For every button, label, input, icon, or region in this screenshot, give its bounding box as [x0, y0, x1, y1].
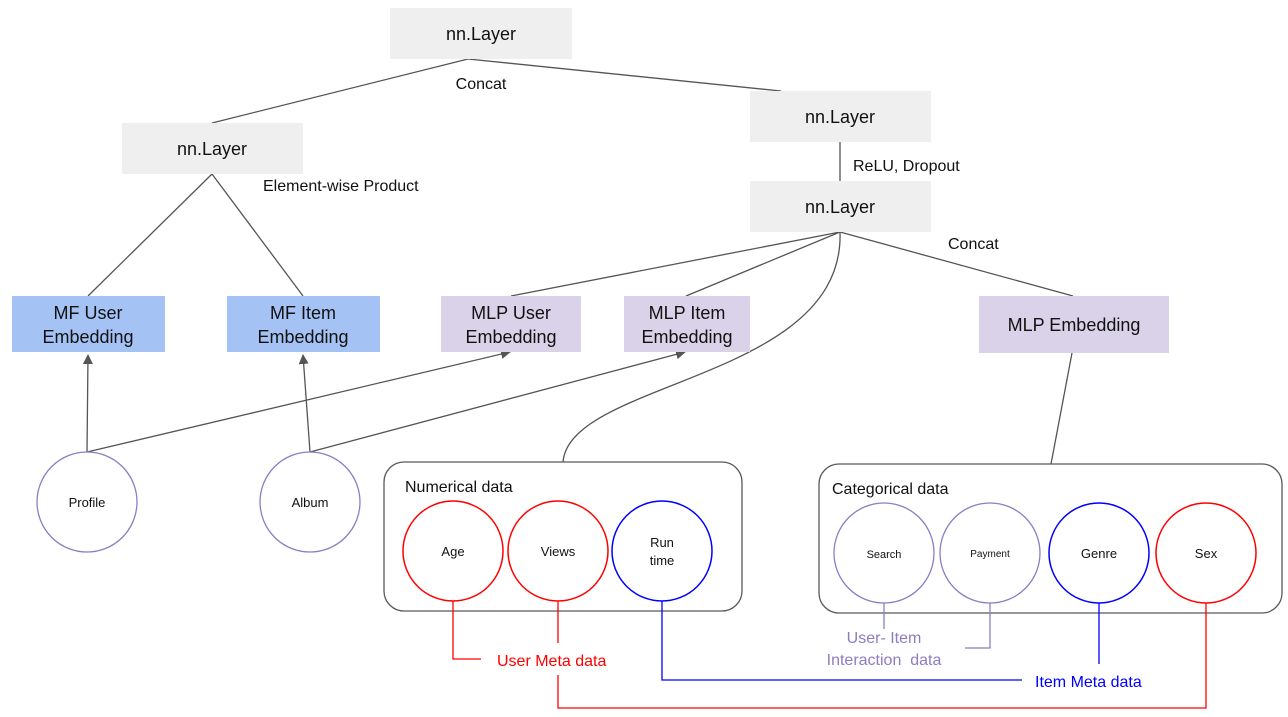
mf-item-embedding-line2: Embedding	[257, 327, 348, 347]
connector-runtime	[661, 601, 1022, 681]
mf-item-embedding: MF Item Embedding	[227, 296, 380, 352]
numerical-data-title: Numerical data	[405, 479, 513, 496]
feature-sex-label: Sex	[1195, 546, 1218, 561]
mlp-embedding-label: MLP Embedding	[1008, 315, 1141, 335]
legend-interaction-line1: User- Item	[847, 630, 922, 647]
mlp-user-embedding-line1: MLP User	[471, 303, 551, 323]
arrow-profile-to-mlp-user	[86, 349, 511, 453]
mlp-user-embedding: MLP User Embedding	[441, 296, 581, 352]
label-top-concat: Concat	[456, 76, 507, 93]
mlp-embedding: MLP Embedding	[979, 296, 1169, 353]
input-album: Album	[259, 451, 361, 553]
label-element-wise-product: Element-wise Product	[263, 178, 419, 195]
feature-runtime: Run time	[611, 500, 713, 602]
feature-runtime-line2: time	[650, 553, 675, 568]
arrow-album-to-mlp-item	[309, 349, 686, 453]
categorical-data-title: Categorical data	[832, 481, 949, 498]
feature-runtime-line1: Run	[650, 535, 674, 550]
mlp-user-embedding-line2: Embedding	[465, 327, 556, 347]
feature-search-label: Search	[867, 549, 902, 561]
input-album-label: Album	[292, 495, 329, 510]
edge-mf-layer-to-mf-item	[211, 173, 304, 297]
mf-user-embedding-line2: Embedding	[42, 327, 133, 347]
item-meta-connectors	[661, 601, 1100, 681]
mlp-item-embedding-line2: Embedding	[641, 327, 732, 347]
numerical-data-group: Numerical data Age Views Run time	[383, 461, 743, 612]
edge-mlp-lower-to-numerical	[562, 231, 841, 463]
connector-sex	[557, 603, 1207, 709]
layer-mlp-upper: nn.Layer	[750, 91, 931, 142]
arrow-profile-to-mf-user	[82, 354, 93, 453]
legend-interaction-line2: Interaction data	[827, 652, 942, 669]
mf-user-embedding: MF User Embedding	[12, 296, 165, 352]
categorical-data-group: Categorical data Search Payment Genre Se…	[818, 463, 1283, 614]
layer-mlp-lower: nn.Layer	[750, 181, 931, 232]
user-meta-connectors	[452, 601, 1207, 709]
edge-top-to-mlp-layer	[467, 58, 782, 92]
legend-user-meta-data: User Meta data	[497, 653, 606, 670]
label-relu-dropout: ReLU, Dropout	[853, 158, 960, 175]
legend-item-meta-data: Item Meta data	[1035, 674, 1142, 691]
mf-user-embedding-line1: MF User	[54, 303, 123, 323]
edge-mf-layer-to-mf-user	[87, 173, 213, 297]
feature-age-label: Age	[441, 544, 464, 559]
layer-mlp-lower-label: nn.Layer	[805, 197, 875, 217]
edge-mlp-lower-to-mlp-item	[685, 231, 841, 297]
feature-genre-label: Genre	[1081, 546, 1117, 561]
edges	[82, 58, 1074, 465]
mlp-item-embedding: MLP Item Embedding	[624, 296, 750, 352]
connector-age	[452, 601, 481, 660]
mlp-item-embedding-line1: MLP Item	[649, 303, 726, 323]
arrow-album-to-mf-item	[298, 354, 311, 453]
edge-mlp-lower-to-mlp-user	[510, 231, 841, 297]
input-profile: Profile	[36, 451, 138, 553]
edge-mlp-lower-to-mlp-embedding	[839, 231, 1074, 297]
edge-mlp-embedding-to-categorical	[1050, 352, 1073, 465]
layer-mlp-upper-label: nn.Layer	[805, 107, 875, 127]
interaction-connectors	[883, 603, 991, 649]
label-mlp-concat: Concat	[948, 236, 999, 253]
layer-top: nn.Layer	[390, 8, 572, 59]
edge-top-to-mf-layer	[211, 58, 469, 124]
input-profile-label: Profile	[69, 495, 106, 510]
layer-top-label: nn.Layer	[446, 24, 516, 44]
feature-views-label: Views	[541, 544, 576, 559]
mf-item-embedding-line1: MF Item	[270, 303, 336, 323]
connector-payment	[965, 603, 991, 649]
layer-mf-combine: nn.Layer	[122, 123, 303, 174]
feature-payment-label: Payment	[970, 549, 1010, 560]
layer-mf-combine-label: nn.Layer	[177, 139, 247, 159]
